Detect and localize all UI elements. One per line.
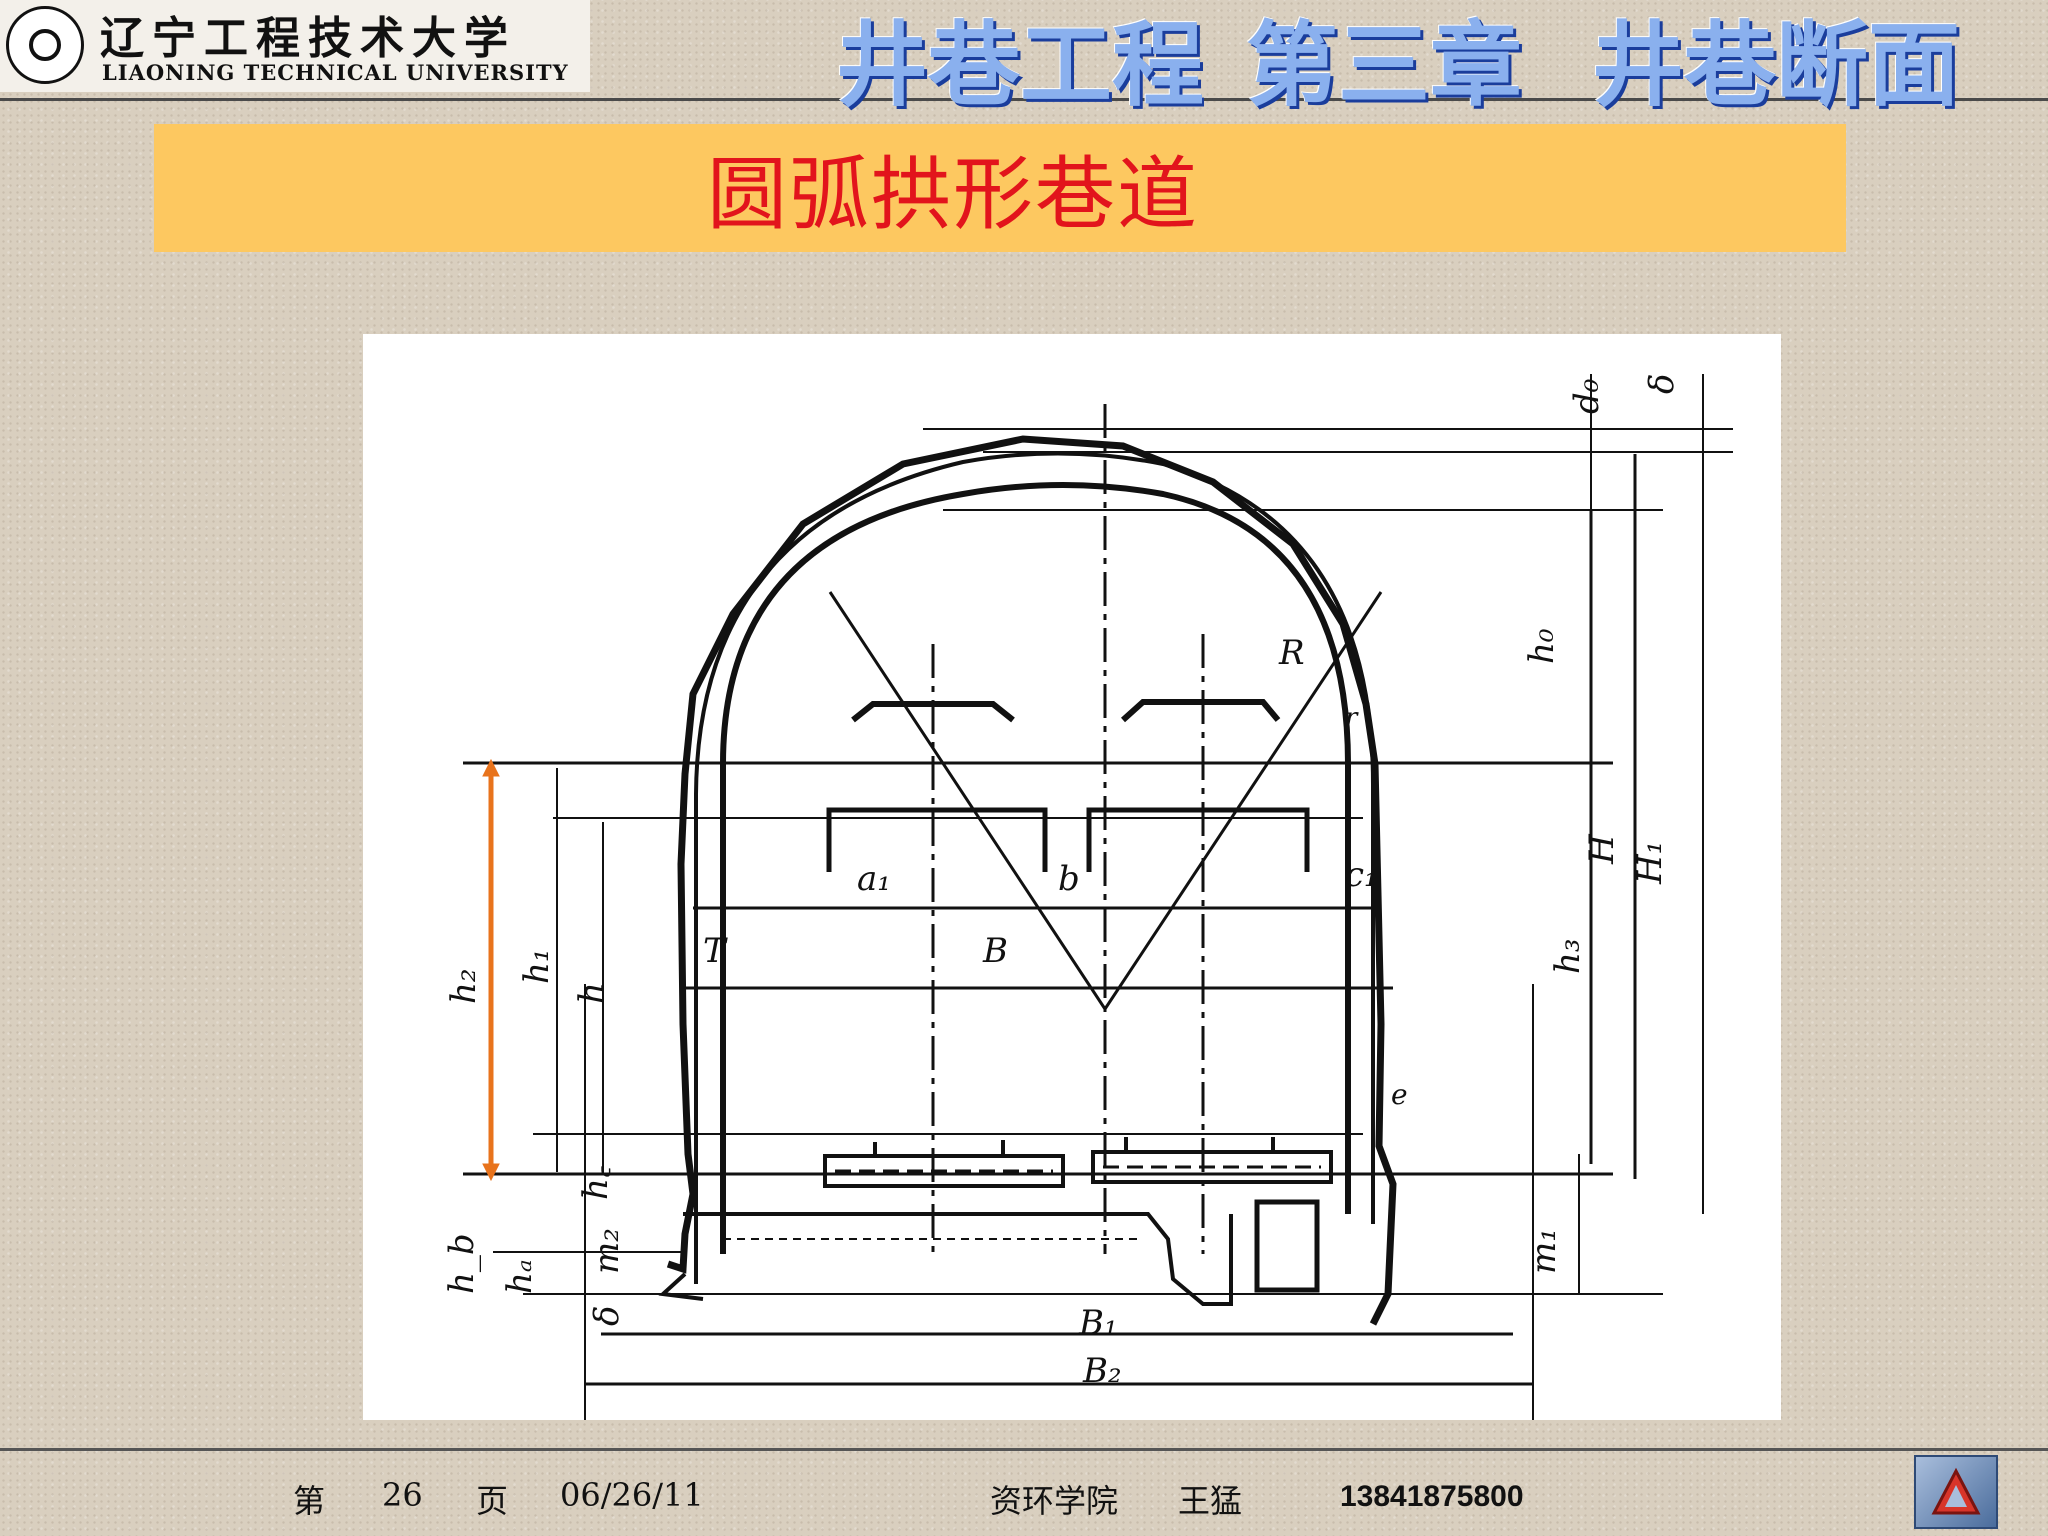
- label-b: b: [1058, 859, 1080, 899]
- label-r: r: [1345, 703, 1359, 733]
- author-phone: 13841875800: [1340, 1480, 1524, 1513]
- college-name: 资环学院: [990, 1482, 1119, 1520]
- slide-date: 06/26/11: [560, 1476, 704, 1514]
- page-label-suffix: 页: [476, 1482, 509, 1520]
- header-course: 井巷工程: [836, 12, 1205, 119]
- label-h: h: [572, 982, 612, 1004]
- radius-left: [828, 591, 1107, 1010]
- sleeper-right: [1091, 1150, 1333, 1184]
- university-seal-icon: [6, 6, 84, 84]
- vehicle-left-body: [826, 807, 1048, 872]
- radius-right: [1103, 591, 1383, 1010]
- outer-lining-outline: [666, 435, 1397, 1326]
- label-c1: c₁: [1345, 855, 1378, 895]
- label-a1: a₁: [857, 859, 891, 899]
- label-h2: h₂: [444, 968, 484, 1004]
- label-delta-top: δ: [1642, 374, 1682, 394]
- author-name: 王猛: [1178, 1482, 1243, 1520]
- label-e: e: [1391, 1078, 1408, 1111]
- home-nav-button[interactable]: [1914, 1455, 1998, 1529]
- header-section: 井巷断面设计: [1592, 12, 1961, 119]
- header-divider: [0, 98, 2048, 101]
- ballast-bed: [683, 1212, 1233, 1306]
- label-hc: h꜀: [576, 1166, 616, 1200]
- logo-chinese-name: 辽宁工程技术大学: [100, 13, 516, 64]
- label-m2: m₂: [587, 1228, 627, 1274]
- label-H: H: [1582, 833, 1622, 865]
- label-H1: H₁: [1630, 841, 1670, 885]
- vehicle-right-top: [1120, 699, 1281, 723]
- label-d0: d₀: [1567, 378, 1607, 414]
- roadway-cross-section-figure: d₀ δ h₀ R r H H₁ h₃ a₁ b c₁ T B e h₂ h₁ …: [363, 334, 1781, 1420]
- slide-title: 圆弧拱形巷道: [707, 148, 1199, 241]
- cross-section-drawing: d₀ δ h₀ R r H H₁ h₃ a₁ b c₁ T B e h₂ h₁ …: [442, 374, 1733, 1420]
- h2-highlight-arrowhead-top: [482, 758, 500, 777]
- label-h1: h₁: [517, 948, 557, 984]
- drainage-ditch: [1254, 1199, 1320, 1293]
- label-m1: m₁: [1524, 1228, 1564, 1274]
- label-B: B: [982, 931, 1008, 971]
- label-ha: hₐ: [500, 1259, 540, 1294]
- university-logo: 辽宁工程技术大学 LIAONING TECHNICAL UNIVERSITY: [0, 0, 590, 92]
- title-band: 圆弧拱形巷道: [154, 124, 1846, 252]
- label-T: T: [703, 931, 728, 971]
- h2-highlight-arrowhead-bottom: [482, 1163, 500, 1182]
- header-chapter: 第三章: [1246, 12, 1523, 119]
- page-label-prefix: 第: [293, 1482, 326, 1520]
- label-delta-bottom: δ: [587, 1306, 627, 1326]
- inner-arch-outline: [720, 482, 1351, 1254]
- label-hb: h_b: [442, 1233, 482, 1294]
- rail-marks: [873, 1137, 1275, 1156]
- label-B2: B₂: [1082, 1351, 1122, 1391]
- label-h3: h₃: [1548, 938, 1588, 974]
- footer-divider: [0, 1448, 2048, 1451]
- page-number: 26: [382, 1476, 423, 1514]
- lining-inner-edge: [694, 451, 1375, 1284]
- label-h0: h₀: [1522, 628, 1562, 664]
- logo-english-name: LIAONING TECHNICAL UNIVERSITY: [102, 60, 569, 85]
- triangle-home-icon: [1931, 1467, 1981, 1515]
- label-B1: B₁: [1078, 1303, 1118, 1343]
- sleeper-left: [823, 1154, 1065, 1188]
- label-R: R: [1278, 633, 1305, 673]
- vehicle-right-body: [1086, 807, 1310, 872]
